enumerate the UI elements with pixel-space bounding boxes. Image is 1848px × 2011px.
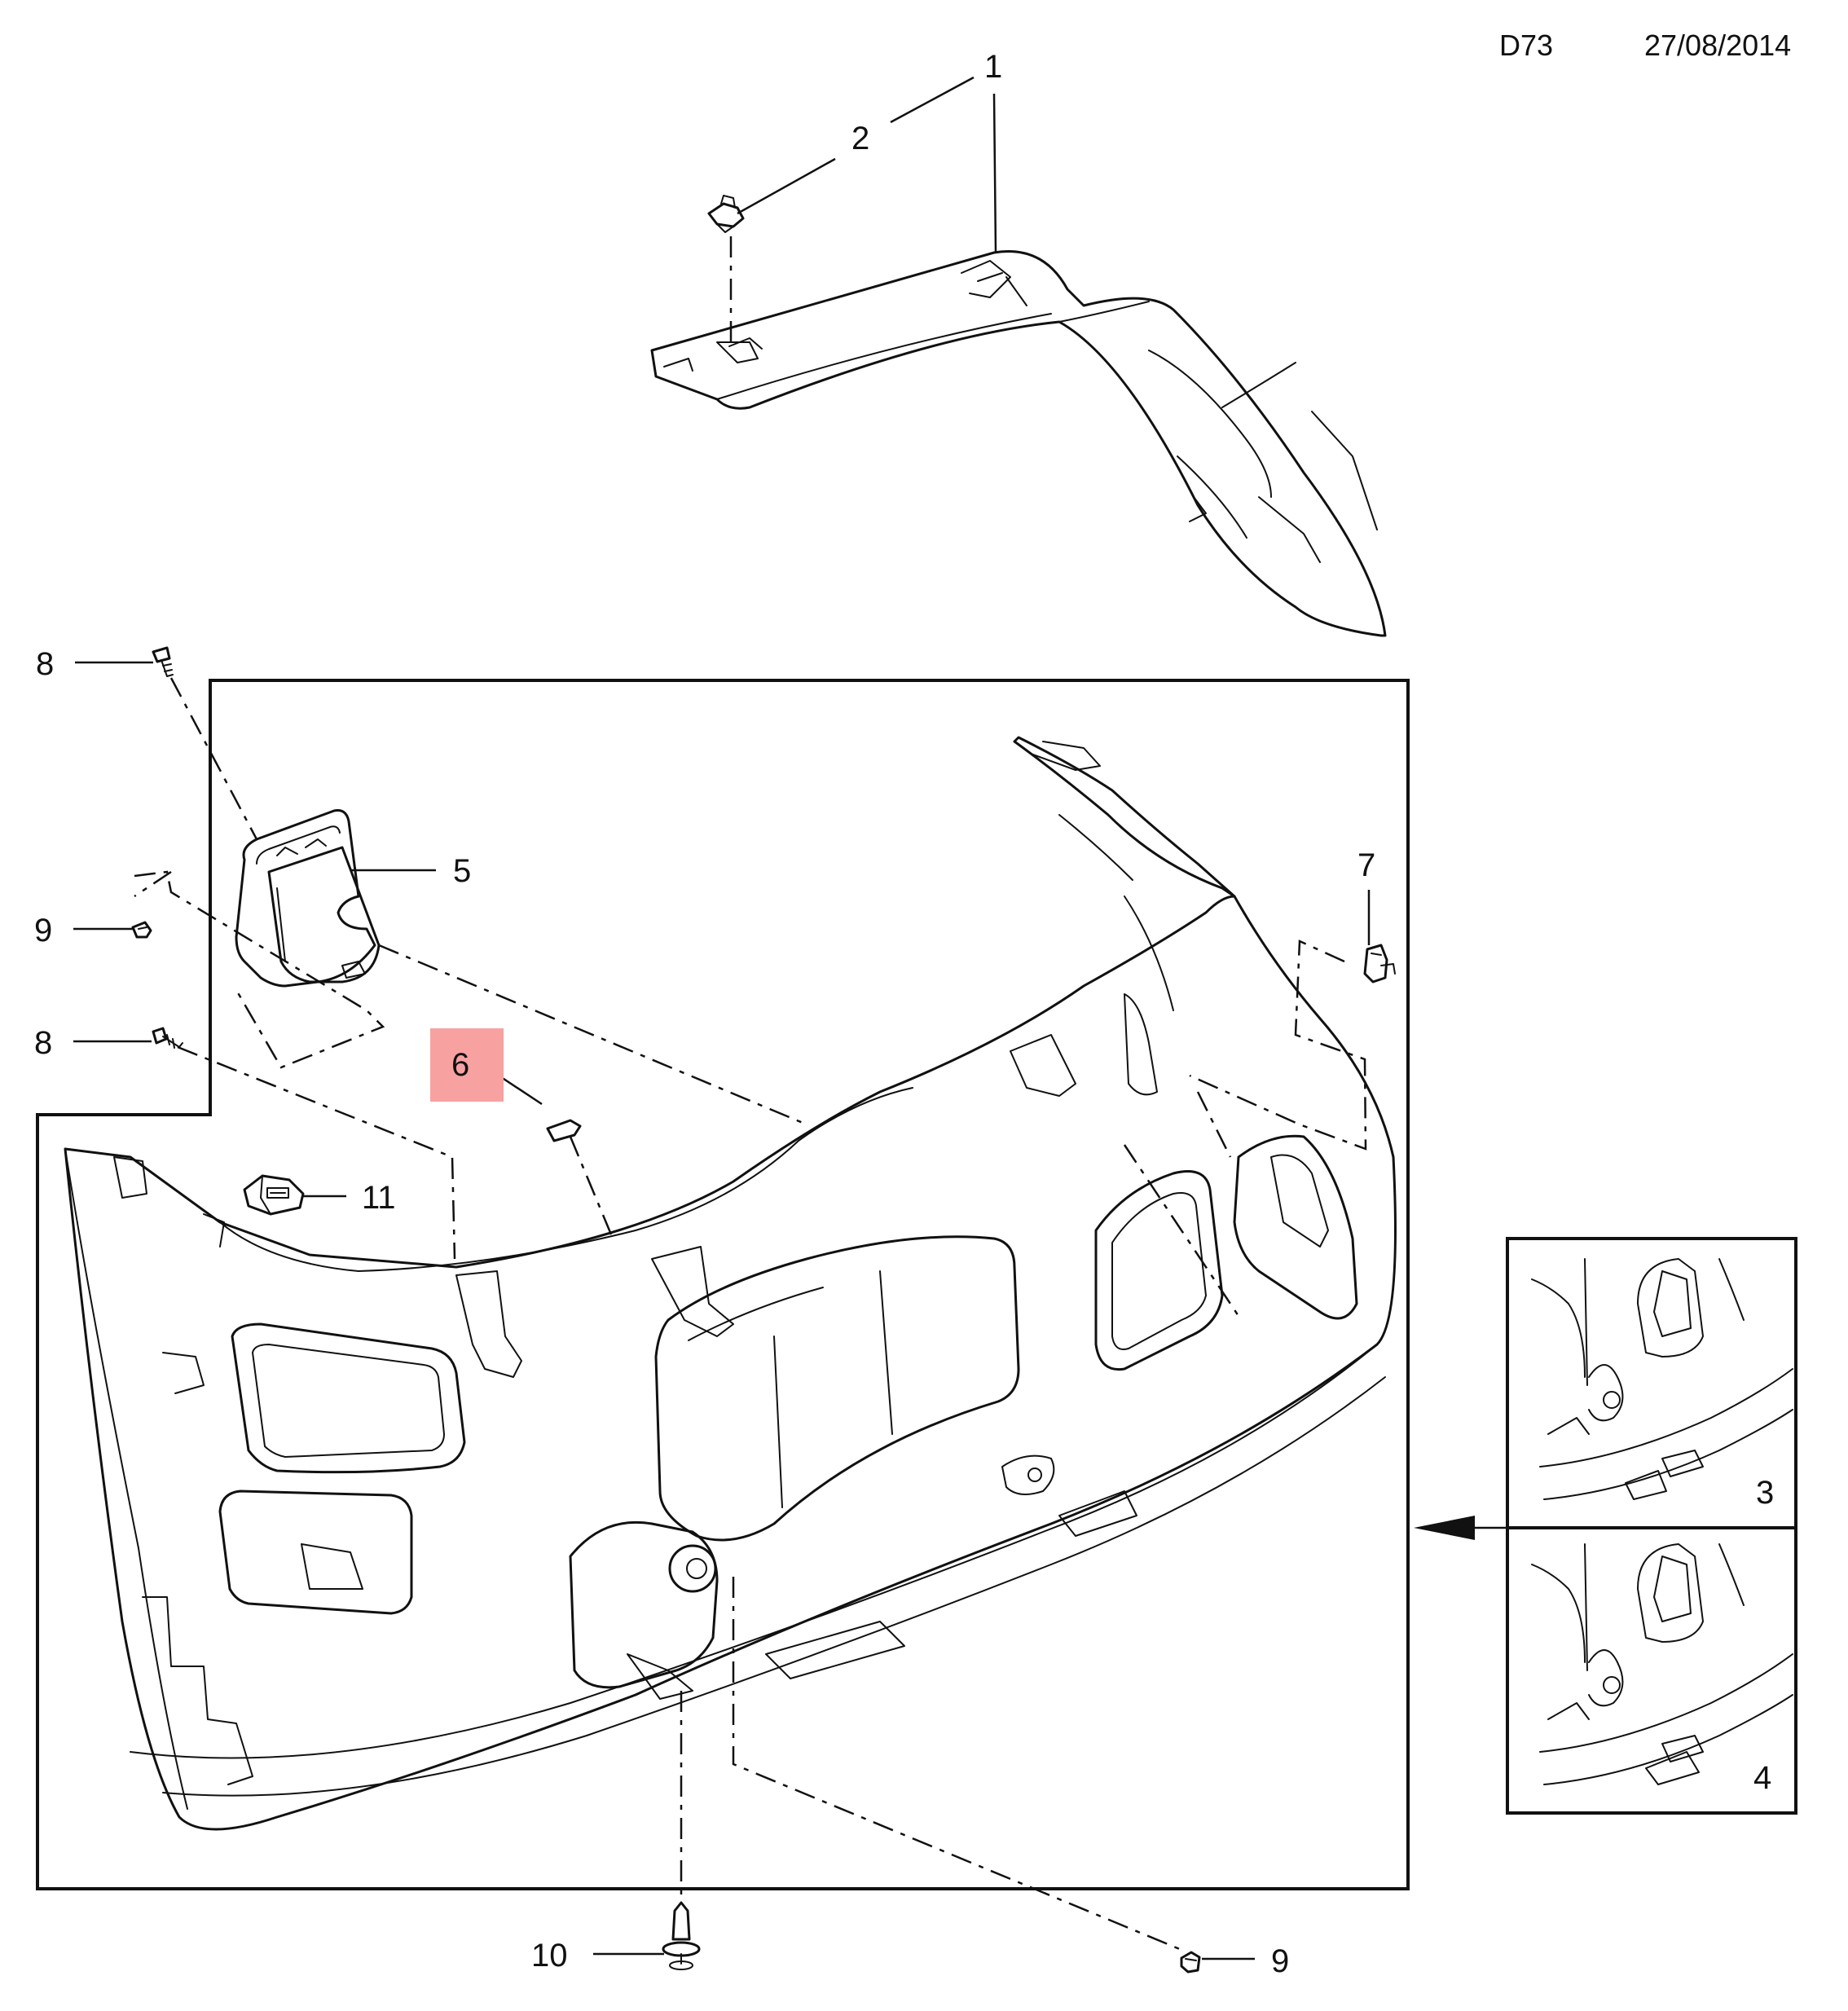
diagram-code: D73: [1499, 29, 1553, 62]
callout-5[interactable]: 5: [453, 853, 471, 889]
part-9-clip-bottom[interactable]: [1180, 1951, 1201, 1974]
callout-9-left[interactable]: 9: [34, 913, 52, 948]
callout-8-top[interactable]: 8: [36, 646, 54, 682]
part-1-upper-trim[interactable]: [650, 250, 1387, 637]
callout-9-bottom[interactable]: 9: [1271, 1943, 1289, 1979]
inset-3-detail[interactable]: [1531, 1258, 1793, 1500]
inset-detail-panels: [1414, 1237, 1797, 1815]
callout-4[interactable]: 4: [1753, 1760, 1771, 1796]
callout-6[interactable]: 6: [451, 1047, 469, 1083]
trunk-lid-trim-panel[interactable]: [64, 736, 1397, 1831]
callout-1[interactable]: 1: [984, 49, 1002, 85]
inset-arrow-icon: [1414, 1516, 1475, 1540]
callout-2[interactable]: 2: [851, 121, 869, 156]
part-5-lamp-housing[interactable]: [235, 809, 381, 988]
diagram-date: 27/08/2014: [1644, 29, 1791, 62]
part-10-push-rivet[interactable]: [662, 1901, 701, 1970]
part-11-connector[interactable]: [243, 1174, 305, 1216]
callout-7[interactable]: 7: [1357, 847, 1375, 883]
inset-4-detail[interactable]: [1531, 1543, 1793, 1785]
part-8-screw-mid[interactable]: [152, 1027, 183, 1049]
part-8-screw-top[interactable]: [152, 646, 174, 677]
callout-3[interactable]: 3: [1756, 1475, 1774, 1511]
callout-8-mid[interactable]: 8: [34, 1025, 52, 1061]
part-9-clip-left[interactable]: [131, 921, 152, 939]
callout-10[interactable]: 10: [531, 1938, 568, 1974]
callout-6-highlight: [430, 1028, 504, 1102]
part-7-clip[interactable]: [1363, 944, 1396, 983]
callout-11[interactable]: 11: [362, 1180, 396, 1216]
main-frame: [36, 679, 1410, 1890]
part-2-clip[interactable]: [707, 195, 745, 233]
part-6-clip[interactable]: [546, 1119, 582, 1142]
